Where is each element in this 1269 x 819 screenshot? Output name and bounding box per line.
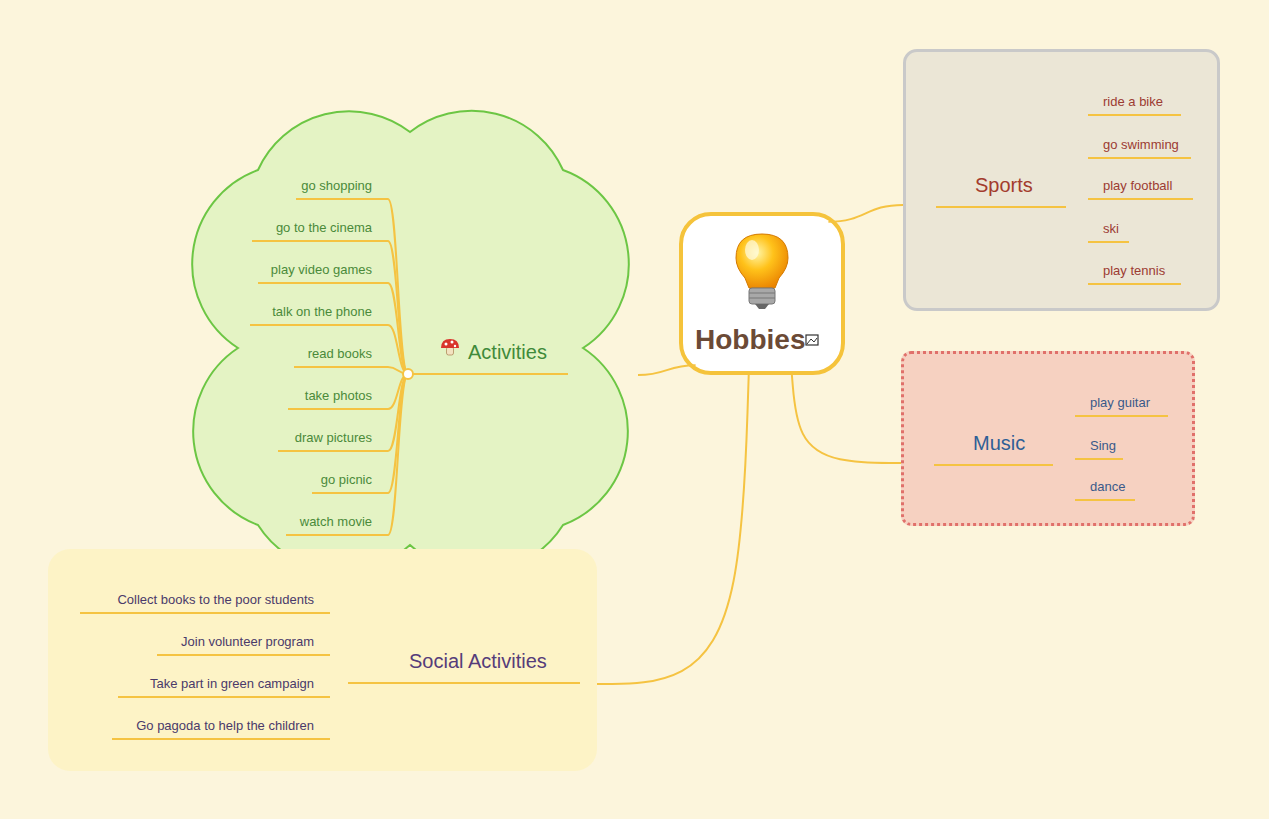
subtopic-label: Join volunteer program	[157, 630, 330, 653]
subtopic-label: read books	[294, 342, 388, 365]
subtopic: talk on the phone	[250, 300, 388, 326]
subtopic-label: go swimming	[1088, 133, 1191, 156]
branch-group: Social Activities Collect books to the po…	[48, 549, 597, 771]
subtopic: Join volunteer program	[157, 630, 330, 656]
branch-connector	[828, 205, 903, 222]
subtopic-label: Collect books to the poor students	[80, 588, 330, 611]
branch-heading: Sports	[936, 167, 1066, 208]
central-topic: Hobbies	[679, 212, 845, 375]
branch-heading: Activities	[408, 334, 568, 375]
subtopic: play video games	[258, 258, 388, 284]
subtopic-label: go shopping	[296, 174, 388, 197]
subtopic-label: Sing	[1075, 434, 1123, 457]
subtopic: Take part in green campaign	[118, 672, 330, 698]
subtopic: draw pictures	[278, 426, 388, 452]
subtopic-label: go picnic	[312, 468, 388, 491]
subtopic: Collect books to the poor students	[80, 588, 330, 614]
branch-connector	[792, 375, 901, 463]
subtopic-label: play video games	[258, 258, 388, 281]
subtopic: go shopping	[296, 174, 388, 200]
branch-group: Music play guitarSing dance	[901, 351, 1195, 526]
subtopic: go picnic	[312, 468, 388, 494]
subtopic: play guitar	[1075, 391, 1168, 417]
subtopic-label: draw pictures	[278, 426, 388, 449]
subtopic-label: play tennis	[1088, 259, 1181, 282]
subtopic-label: Take part in green campaign	[118, 672, 330, 695]
subtopic: ride a bike	[1088, 90, 1181, 116]
branch-group: Activities go shopping go to the cinema pla…	[183, 100, 638, 560]
subtopic: play tennis	[1088, 259, 1181, 285]
branch-heading: Music	[934, 425, 1053, 466]
central-topic-label: Hobbies	[695, 324, 805, 356]
cloud-shape	[192, 111, 629, 572]
subtopic: ski	[1088, 217, 1129, 243]
subtopic-label: play football	[1088, 174, 1193, 197]
subtopic: dance	[1075, 475, 1135, 501]
subtopic-label: go to the cinema	[252, 216, 388, 239]
branch-heading: Social Activities	[348, 643, 580, 684]
subtopic-label: ride a bike	[1088, 90, 1181, 113]
subtopic: Go pagoda to help the children	[112, 714, 330, 740]
subtopic: watch movie	[286, 510, 388, 536]
subtopic-label: Go pagoda to help the children	[112, 714, 330, 737]
subtopic-label: take photos	[288, 384, 388, 407]
subtopic: Sing	[1075, 434, 1123, 460]
subtopic: read books	[294, 342, 388, 368]
subtopic-label: ski	[1088, 217, 1129, 240]
subtopic-label: talk on the phone	[250, 300, 388, 323]
subtopic: go to the cinema	[252, 216, 388, 242]
subtopic: play football	[1088, 174, 1193, 200]
branch-group: Sports ride a bike go swimming play footbal…	[903, 49, 1220, 311]
subtopic-label: watch movie	[286, 510, 388, 533]
subtopic-label: play guitar	[1075, 391, 1168, 414]
subtopic: go swimming	[1088, 133, 1191, 159]
subtopic: take photos	[288, 384, 388, 410]
cloud-outline	[183, 100, 638, 560]
branch-connector	[638, 365, 696, 375]
subtopic-label: dance	[1075, 475, 1135, 498]
